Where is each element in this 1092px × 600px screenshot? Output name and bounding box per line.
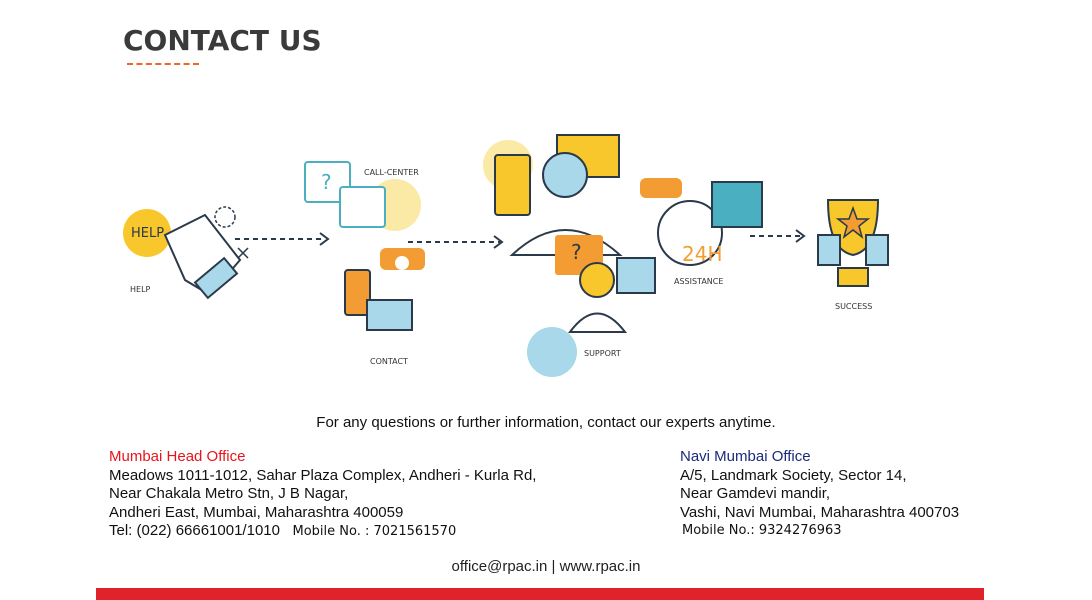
navi-office-block: Navi Mumbai Office A/5, Landmark Society… bbox=[680, 448, 959, 541]
call-center-icon bbox=[304, 161, 425, 331]
head-office-block: Mumbai Head Office Meadows 1011-1012, Sa… bbox=[109, 448, 536, 542]
contact-label: CONTACT bbox=[370, 357, 408, 366]
head-office-address-line: Andheri East, Mumbai, Maharashtra 400059 bbox=[109, 503, 404, 521]
head-office-mobile: Mobile No. : 7021561570 bbox=[292, 524, 457, 539]
tagline: For any questions or further information… bbox=[316, 414, 776, 431]
question-mark-icon: ? bbox=[321, 170, 332, 194]
head-office-address-line: Meadows 1011-1012, Sahar Plaza Complex, … bbox=[109, 466, 537, 484]
navi-office-address-line: A/5, Landmark Society, Sector 14, bbox=[680, 466, 907, 484]
success-trophy-icon bbox=[817, 199, 889, 287]
assistance-clock-icon bbox=[640, 178, 763, 266]
question-mark-icon: ? bbox=[571, 240, 582, 264]
page-title: CONTACT US bbox=[123, 24, 322, 57]
support-label: SUPPORT bbox=[584, 349, 621, 358]
navi-office-title: Navi Mumbai Office bbox=[680, 448, 811, 465]
navi-office-address-line: Vashi, Navi Mumbai, Maharashtra 400703 bbox=[680, 503, 960, 521]
website-link[interactable]: www.rpac.in bbox=[559, 558, 641, 575]
contact-illustration bbox=[123, 134, 889, 377]
head-office-tel: Tel: (022) 66661001/1010 bbox=[109, 522, 280, 539]
footer-bar bbox=[96, 588, 984, 600]
call-center-label: CALL-CENTER bbox=[364, 168, 419, 177]
separator: | bbox=[547, 558, 560, 575]
help-label: HELP bbox=[130, 285, 151, 294]
title-underline bbox=[127, 63, 199, 65]
email-link[interactable]: office@rpac.in bbox=[451, 558, 548, 575]
help-bubble-text: HELP bbox=[131, 226, 165, 241]
head-office-title: Mumbai Head Office bbox=[109, 448, 246, 465]
head-office-address-line: Near Chakala Metro Stn, J B Nagar, bbox=[109, 485, 349, 502]
navi-office-address-line: Near Gamdevi mandir, bbox=[680, 485, 831, 502]
success-label: SUCCESS bbox=[835, 302, 873, 311]
clock-24h-text: 24H bbox=[682, 242, 723, 266]
support-agent-icon bbox=[483, 134, 656, 377]
footer-contact: office@rpac.in | www.rpac.in bbox=[0, 558, 1092, 575]
navi-office-mobile: Mobile No.: 9324276963 bbox=[682, 523, 842, 538]
help-hand-icon bbox=[123, 206, 249, 300]
assistance-label: ASSISTANCE bbox=[674, 277, 724, 286]
